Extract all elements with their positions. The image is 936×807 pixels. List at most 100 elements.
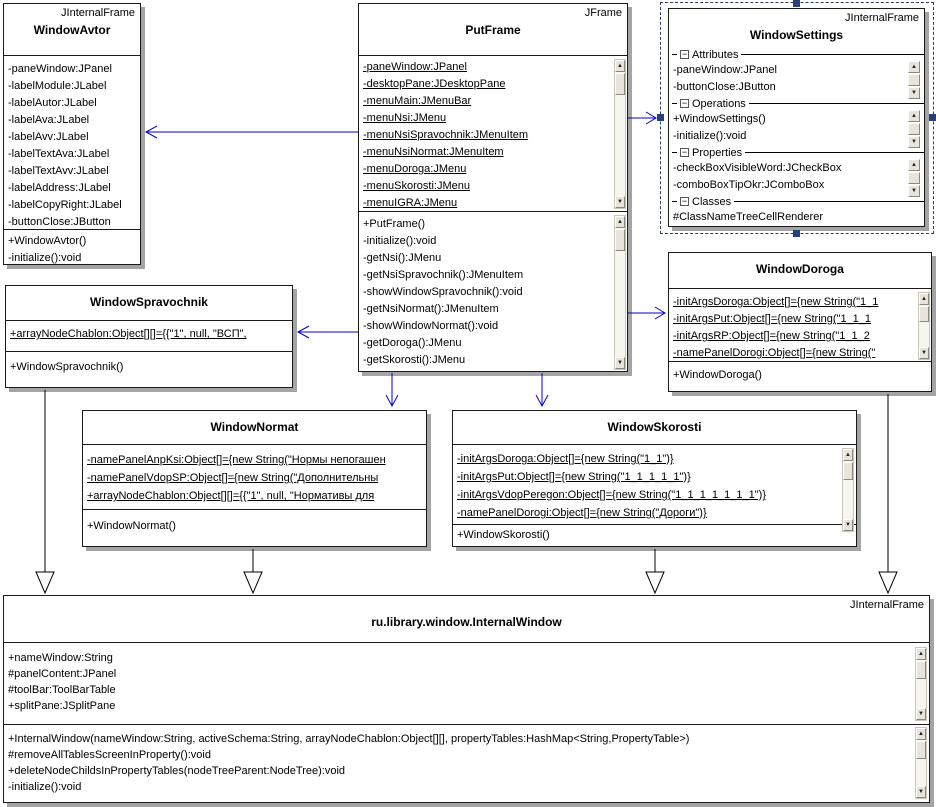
selection-handle-bottom[interactable] [793,230,800,237]
class-title: WindowDoroga [756,262,844,276]
class-header: JInternalFrame WindowAvtor [4,4,140,56]
operation-row: -initialize():void [673,130,747,142]
attributes-scrollbar[interactable]: ▲ ▼ [915,647,927,721]
scroll-up-button[interactable]: ▲ [908,159,920,171]
attribute-row: -namePanelDorogi:Object[]={new String(" [673,347,876,359]
generalization-windowspravochnik-internalwindow[interactable] [35,390,55,595]
scrollbar-thumb[interactable] [916,741,926,759]
operation-row: +PutFrame() [363,218,426,230]
operations-scrollbar[interactable]: ▲ ▼ [614,215,626,370]
attributes-compartment: -paneWindow:JPanel -desktopPane:JDesktop… [359,56,627,211]
scroll-down-button[interactable]: ▼ [843,519,853,531]
collapse-icon[interactable]: − [680,49,689,59]
attribute-row: -paneWindow:JPanel [673,64,777,76]
class-node-windowskorosti[interactable]: WindowSkorosti -initArgsDoroga:Object[]=… [452,410,857,547]
class-node-windowspravochnik[interactable]: WindowSpravochnik +arrayNodeChablon:Obje… [5,285,293,388]
attributes-compartment: +nameWindow:String #panelContent:JPanel … [4,643,929,724]
class-node-windownormat[interactable]: WindowNormat -namePanelAnpKsi:Object[]={… [82,410,427,547]
attribute-row: -namePanelAnpKsi:Object[]={new String("Н… [87,454,386,466]
attribute-row: -namePanelVdopSP:Object[]={new String("Д… [87,472,379,484]
scroll-down-button[interactable]: ▼ [919,347,929,359]
generalization-windownormat-internalwindow[interactable] [243,549,263,595]
scrollbar-thumb[interactable] [908,123,920,135]
class-header: WindowNormat [83,411,426,445]
link-putframe-to-windowspravochnik[interactable] [296,325,358,339]
scrollbar-thumb[interactable] [919,306,929,322]
scroll-down-button[interactable]: ▼ [908,136,920,148]
link-putframe-to-windowskorosti[interactable] [535,373,549,408]
class-header: JInternalFrame ru.library.window.Interna… [4,596,929,643]
property-row: -comboBoxTipOkr:JComboBox [673,179,825,191]
scroll-up-button[interactable]: ▲ [908,110,920,122]
section-label: Classes [692,195,732,208]
generalization-windowskorosti-internalwindow[interactable] [645,549,665,595]
scroll-down-button[interactable]: ▼ [615,196,625,208]
scroll-up-button[interactable]: ▲ [615,216,625,228]
scroll-up-icon: ▲ [845,452,851,458]
selection-handle-left[interactable] [657,114,664,121]
properties-scrollbar[interactable]: ▲ ▼ [908,159,920,197]
scroll-up-button[interactable]: ▲ [916,728,926,740]
link-putframe-to-windownormat[interactable] [385,373,399,408]
selection-handle-top[interactable] [793,0,800,7]
class-node-windowdoroga[interactable]: WindowDoroga -initArgsDoroga:Object[]={n… [668,252,932,392]
scrollbar-thumb[interactable] [615,73,625,95]
scroll-up-button[interactable]: ▲ [843,449,853,461]
scroll-up-button[interactable]: ▲ [916,648,926,660]
scroll-down-icon: ▼ [617,199,623,205]
scrollbar-thumb[interactable] [615,229,625,251]
attribute-row: -desktopPane:JDesktopPane [363,78,506,90]
scrollbar-thumb[interactable] [843,462,853,480]
attributes-scrollbar[interactable]: ▲ ▼ [614,59,626,209]
section-label: Operations [692,97,746,110]
attribute-row: +nameWindow:String [8,652,113,664]
section-header-properties[interactable]: − Properties [669,145,924,160]
class-node-internalwindow[interactable]: JInternalFrame ru.library.window.Interna… [3,595,930,803]
stereotype-label: JFrame [584,7,622,19]
operations-scrollbar[interactable]: ▲ ▼ [915,727,927,799]
scroll-up-button[interactable]: ▲ [615,60,625,72]
scroll-up-button[interactable]: ▲ [908,61,920,73]
operation-row: -initialize():void [8,252,82,264]
scroll-down-button[interactable]: ▼ [908,185,920,197]
collapse-icon[interactable]: − [680,147,689,157]
collapse-icon[interactable]: − [680,98,689,108]
scroll-down-button[interactable]: ▼ [916,708,926,720]
scroll-up-icon: ▲ [911,64,917,70]
scroll-down-button[interactable]: ▼ [908,87,920,99]
class-title: PutFrame [465,23,521,37]
scroll-down-button[interactable]: ▼ [916,786,926,798]
scroll-down-button[interactable]: ▼ [615,357,625,369]
selection-handle-right[interactable] [929,114,936,121]
link-putframe-to-windowavtor[interactable] [144,125,358,139]
section-label: Attributes [692,48,739,61]
stereotype-label: JInternalFrame [61,7,135,19]
generalization-windowdoroga-internalwindow[interactable] [878,394,898,595]
scroll-up-icon: ▲ [918,651,924,657]
class-header: WindowSpravochnik [6,286,292,321]
attributes-scrollbar[interactable]: ▲ ▼ [908,61,920,99]
class-node-windowavtor[interactable]: JInternalFrame WindowAvtor -paneWindow:J… [3,3,141,265]
operations-compartment: +WindowNormat() [83,509,426,546]
scroll-up-button[interactable]: ▲ [919,293,929,305]
attributes-scrollbar[interactable]: ▲ ▼ [842,448,854,532]
class-node-putframe[interactable]: JFrame PutFrame -paneWindow:JPanel -desk… [358,3,628,372]
section-header-classes[interactable]: − Classes [669,194,924,209]
attribute-row: -initArgsPut:Object[]={new String("1_1_1… [457,471,691,483]
attributes-scrollbar[interactable]: ▲ ▼ [918,292,930,360]
section-header-operations[interactable]: − Operations [669,96,924,111]
operations-compartment: +WindowSpravochnik() [6,351,292,387]
attribute-row: -initArgsDoroga:Object[]={new String("1_… [457,453,674,465]
operations-scrollbar[interactable]: ▲ ▼ [908,110,920,148]
scrollbar-thumb[interactable] [908,74,920,86]
scrollbar-thumb[interactable] [916,661,926,679]
scrollbar-thumb[interactable] [908,172,920,184]
class-node-windowsettings[interactable]: JInternalFrame WindowSettings − Attribut… [668,8,925,227]
operation-row: +WindowDoroga() [673,369,762,381]
section-header-attributes[interactable]: − Attributes [669,47,924,62]
attribute-row: -menuNsi:JMenu [363,112,447,124]
collapse-icon[interactable]: − [680,196,689,206]
link-putframe-to-windowsettings[interactable] [628,111,657,125]
link-putframe-to-windowdoroga[interactable] [628,306,666,320]
